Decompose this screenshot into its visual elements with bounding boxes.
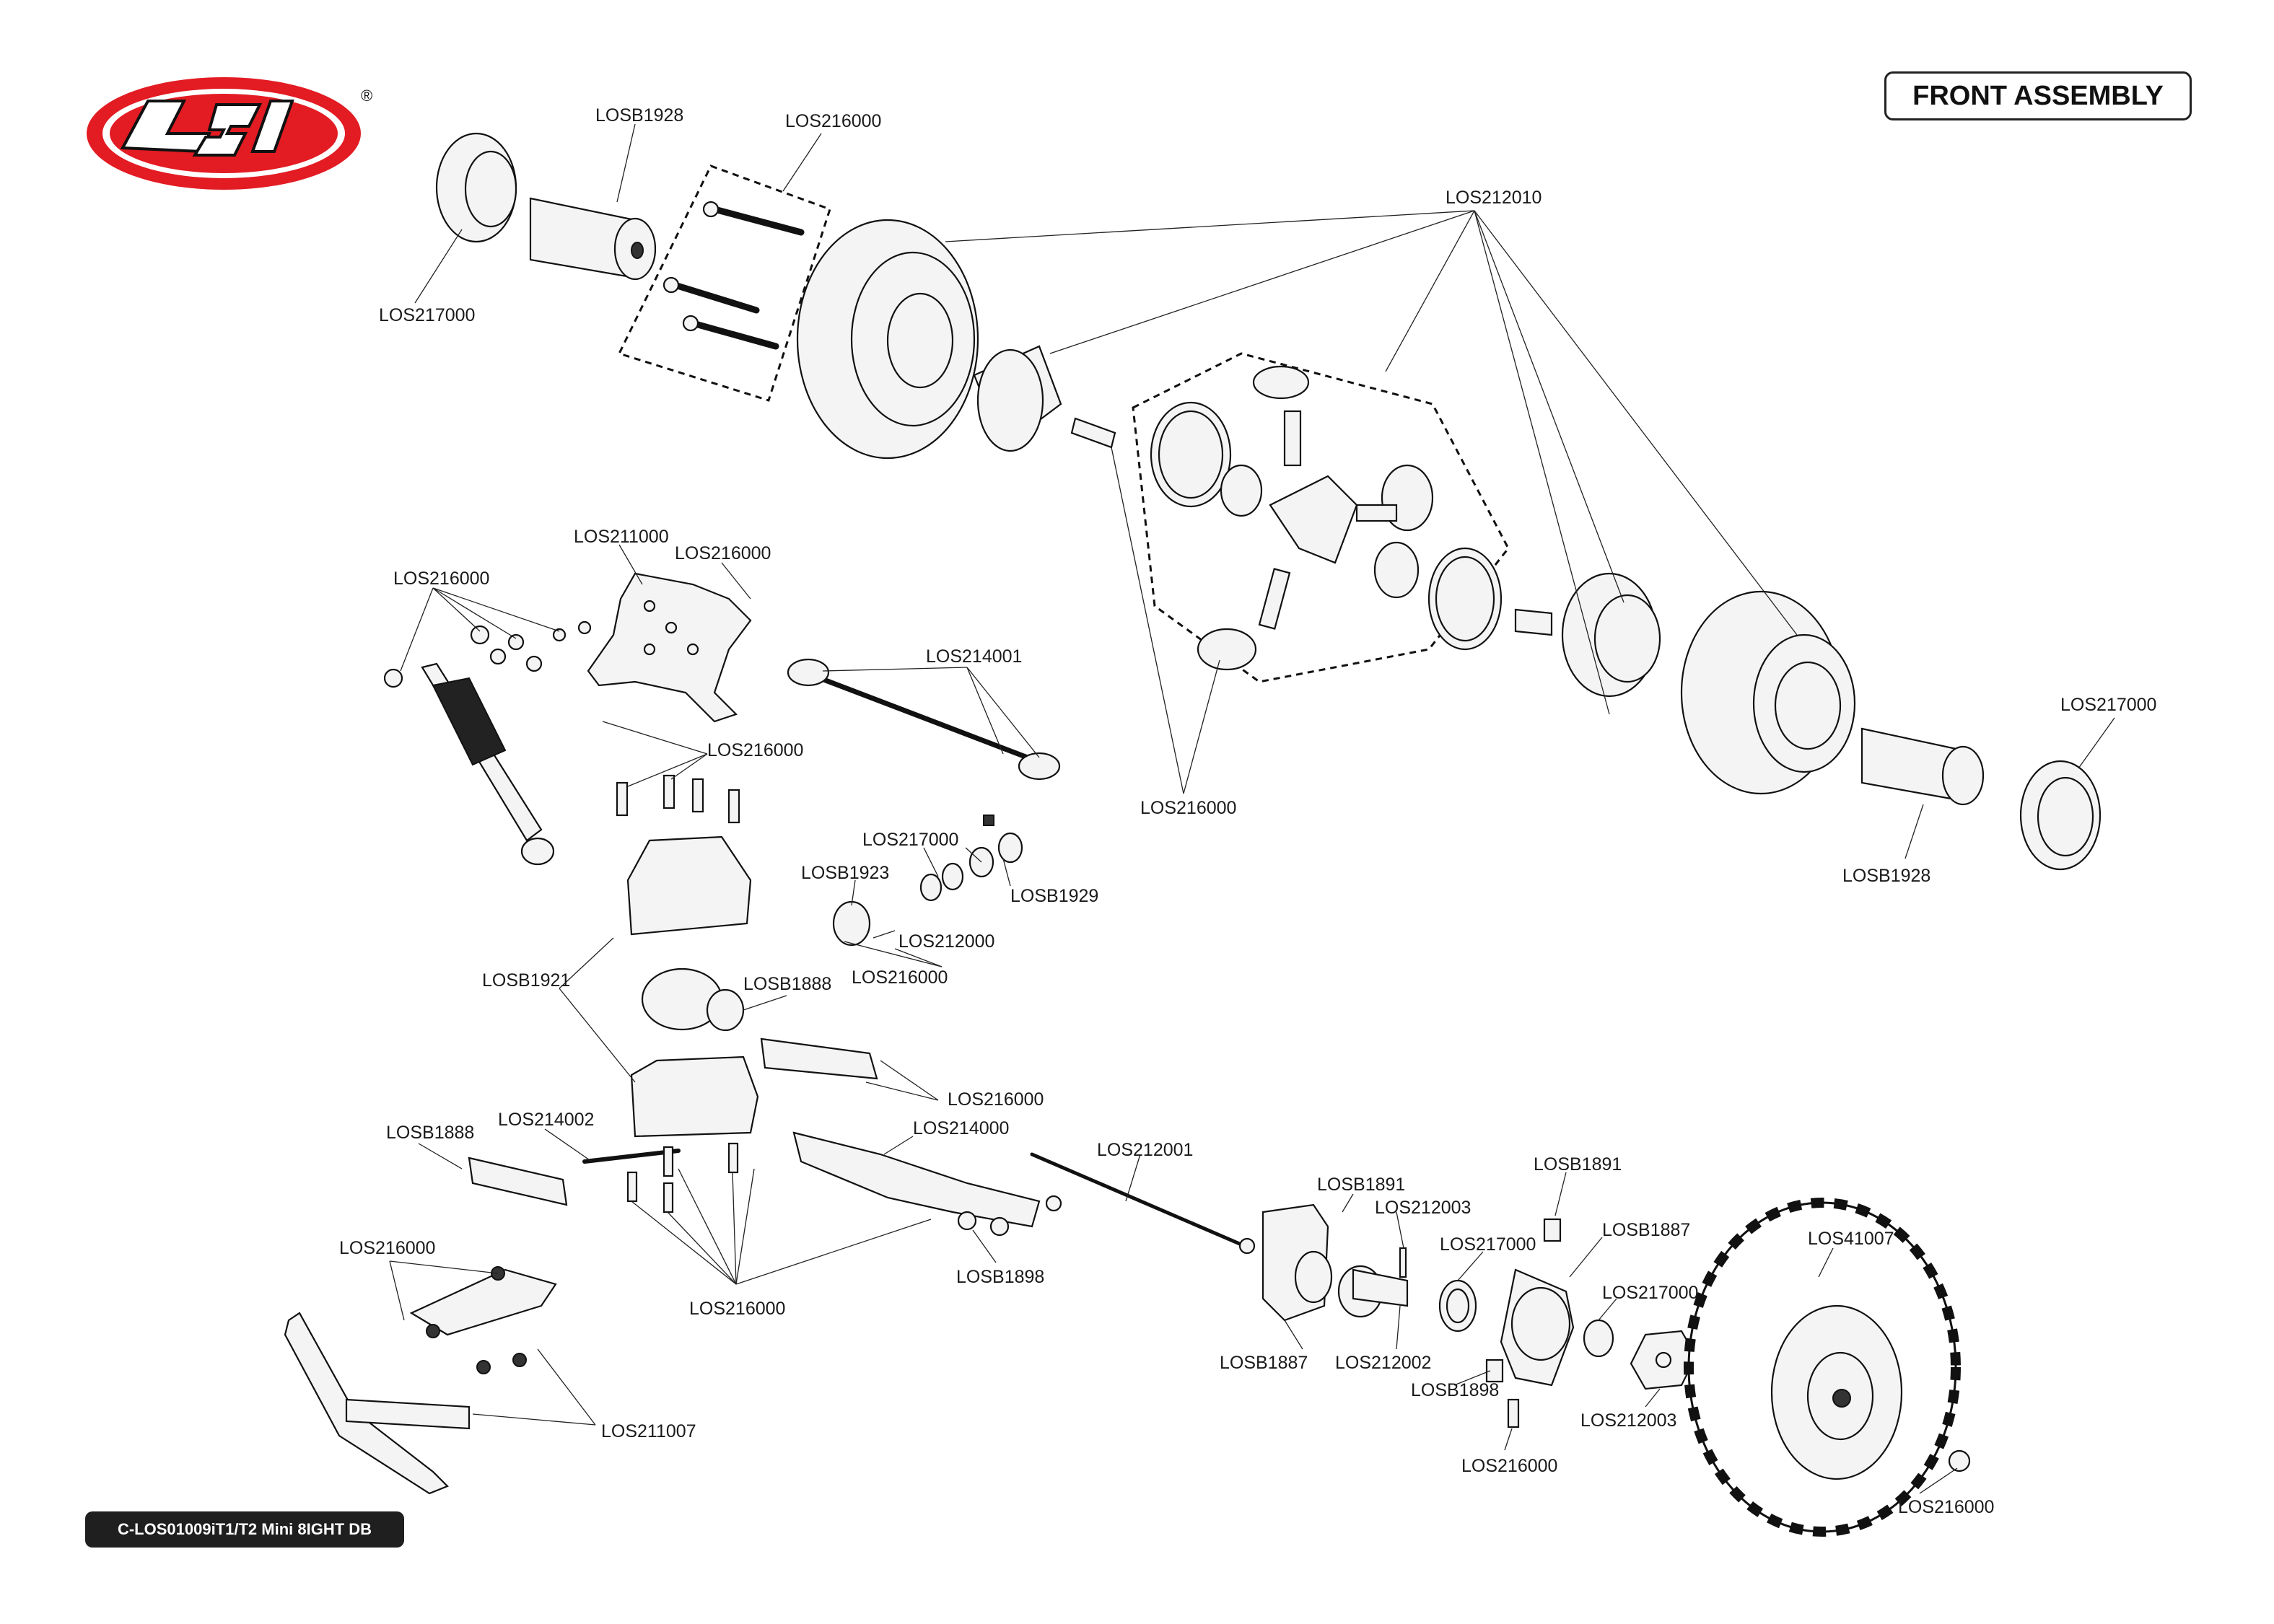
callout-label: LOS216000	[785, 111, 881, 131]
callout-label: LOS216000	[1461, 1456, 1557, 1476]
bumper-parts	[284, 1266, 557, 1495]
callout-label: LOS217000	[379, 305, 475, 325]
diff-parts	[435, 132, 2102, 871]
callout-label: LOS216000	[689, 1299, 785, 1319]
bulkhead-parts	[468, 815, 1256, 1255]
callout-label: LOS216000	[707, 740, 803, 760]
callout-label: LOS214000	[913, 1118, 1009, 1138]
callout-label: LOS216000	[948, 1089, 1044, 1110]
callout-label: LOS214002	[498, 1110, 594, 1130]
callout-labels: LOSB1928 LOS216000 LOS217000 LOS212010 L…	[339, 105, 2156, 1517]
callout-label: LOS216000	[393, 569, 489, 589]
callout-label: LOS212003	[1580, 1410, 1676, 1431]
callout-label: LOS212003	[1375, 1198, 1471, 1218]
callout-label: LOSB1928	[1842, 866, 1930, 886]
callout-label: LOS217000	[862, 830, 958, 850]
callout-label: LOSB1891	[1534, 1154, 1622, 1175]
callout-label: LOS216000	[675, 543, 771, 563]
callout-label: LOS216000	[852, 967, 948, 988]
callout-label: LOSB1888	[743, 974, 831, 994]
leader-lines	[389, 123, 2115, 1494]
callout-label: LOS212002	[1335, 1353, 1431, 1373]
callout-label: LOS212001	[1097, 1140, 1193, 1160]
callout-label: LOS217000	[1602, 1283, 1698, 1303]
callout-label: LOSB1898	[1411, 1380, 1499, 1400]
callout-label: LOSB1928	[595, 105, 683, 126]
callout-label: LOSB1891	[1317, 1175, 1405, 1195]
callout-label: LOS211007	[601, 1421, 696, 1441]
callout-label: LOSB1887	[1220, 1353, 1308, 1373]
losi-logo: ®	[87, 77, 372, 190]
callout-label: LOSB1898	[956, 1267, 1044, 1287]
callout-label: LOSB1887	[1602, 1220, 1690, 1240]
callout-label: LOSB1921	[482, 970, 570, 991]
callout-label: LOSB1929	[1010, 886, 1098, 906]
callout-label: LOS41007	[1808, 1229, 1894, 1249]
callout-label: LOS216000	[1140, 798, 1236, 818]
page-title: FRONT ASSEMBLY	[1884, 71, 2192, 120]
callout-label: LOS212000	[898, 931, 994, 952]
callout-label: LOSB1923	[801, 863, 889, 883]
model-code-badge: C-LOS01009iT1/T2 Mini 8IGHT DB	[85, 1511, 404, 1548]
callout-label: LOS216000	[1898, 1497, 1994, 1517]
callout-label: LOS211000	[574, 527, 669, 547]
callout-label: LOS217000	[2060, 695, 2156, 715]
callout-label: LOS216000	[339, 1238, 435, 1258]
callout-label: LOS214001	[926, 646, 1022, 667]
callout-label: LOSB1888	[386, 1123, 474, 1143]
callout-label: LOS217000	[1440, 1234, 1536, 1255]
hub-wheel-parts	[1261, 1198, 1971, 1537]
tower-shock-parts	[383, 572, 1061, 866]
callout-label: LOS212010	[1446, 188, 1541, 208]
registered-mark: ®	[361, 87, 372, 105]
